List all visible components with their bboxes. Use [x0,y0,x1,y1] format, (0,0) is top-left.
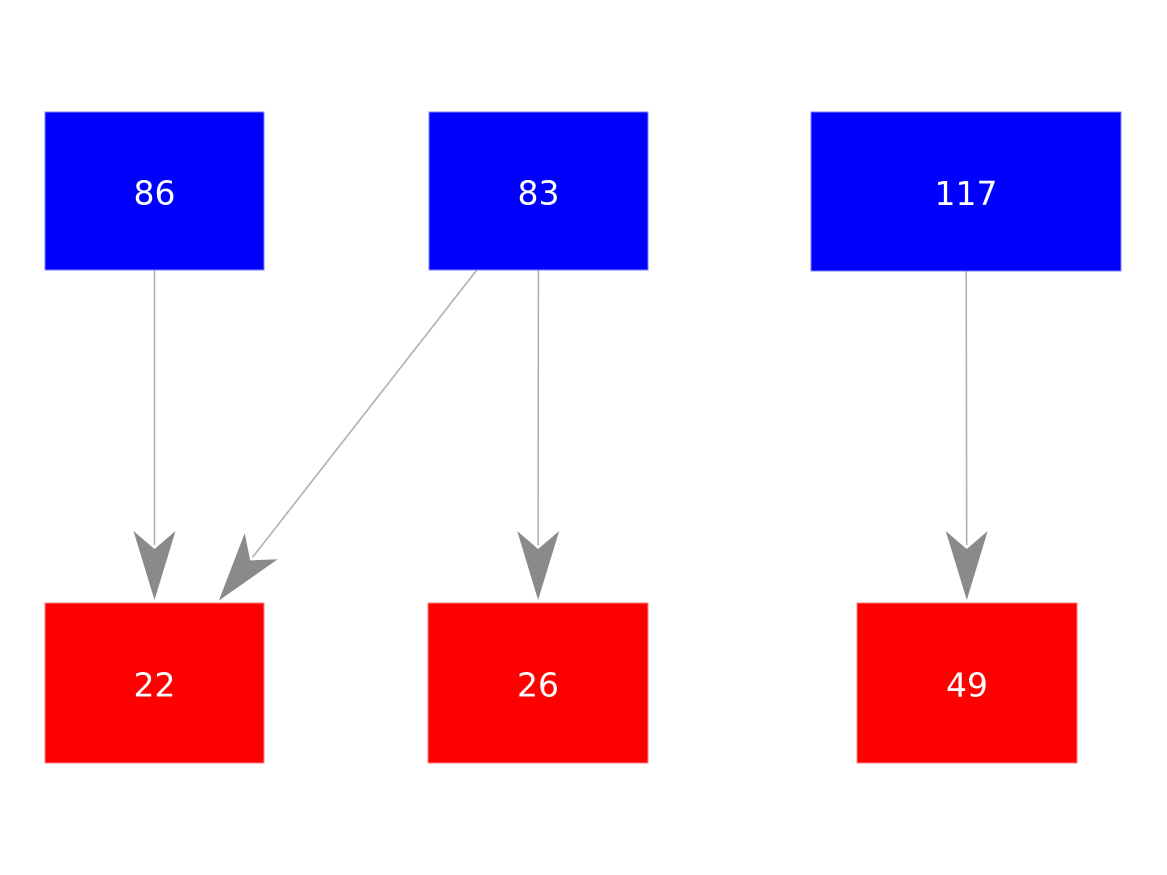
edge-arrowhead-83-22 [218,533,278,601]
node-box-22 [44,602,265,764]
node-label-22: 22 [134,666,176,705]
node-box-49 [856,602,1078,764]
node-box-86 [44,111,265,271]
edge-line-83-22 [251,269,478,558]
node-label-117: 117 [935,174,998,213]
edge-line-117-49 [965,270,968,546]
node-49: 49 [856,602,1078,764]
node-layer: 86 83 117 22 26 49 [44,111,1122,764]
node-label-49: 49 [946,666,988,705]
node-label-86: 86 [134,174,176,213]
edge-arrowhead-83-26 [517,531,560,600]
node-label-83: 83 [518,174,560,213]
node-box-117 [810,111,1122,272]
node-label-26: 26 [517,666,559,705]
node-83: 83 [428,111,649,271]
node-86: 86 [44,111,265,271]
edge-arrowhead-86-22 [133,531,176,600]
node-box-26 [427,602,649,764]
edge-arrowhead-117-49 [945,531,988,600]
node-box-83 [428,111,649,271]
edge-layer [133,269,988,601]
node-26: 26 [427,602,649,764]
node-117: 117 [810,111,1122,272]
node-22: 22 [44,602,265,764]
